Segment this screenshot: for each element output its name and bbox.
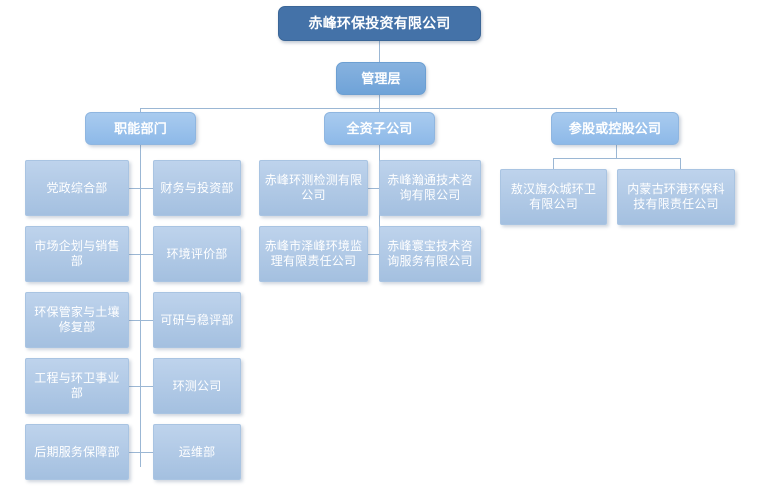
node-category-functional-label: 职能部门 [114,120,167,136]
node-category-subsidiaries[interactable]: 全资子公司 [324,112,435,145]
node-management-label: 管理层 [361,70,401,86]
node-department-environmental-assessment-label: 环境评价部 [166,246,228,261]
node-department-feasibility-stability-assessment[interactable]: 可研与稳评部 [153,292,241,348]
node-affiliate-neimenggu-huangang[interactable]: 内蒙古环港环保科技有限责任公司 [617,169,735,225]
node-department-monitoring-company[interactable]: 环测公司 [153,358,241,414]
connector-management-down [379,95,380,108]
connector-functional-row-4-left [129,386,140,387]
node-department-party-admin[interactable]: 党政综合部 [25,160,129,216]
connector-affiliates-down [616,145,617,158]
connector-subsidiaries-row-1-left [368,188,379,189]
node-department-eco-steward-soil-remediation[interactable]: 环保管家与土壤修复部 [25,292,129,348]
node-affiliate-neimenggu-huangang-label: 内蒙古环港环保科技有限责任公司 [627,182,725,211]
node-subsidiary-huanbao-consulting[interactable]: 赤峰寰宝技术咨询服务有限公司 [379,226,481,282]
node-department-environmental-assessment[interactable]: 环境评价部 [153,226,241,282]
node-department-marketing-sales-label: 市场企划与销售部 [34,239,120,268]
node-department-after-service-support-label: 后期服务保障部 [34,444,120,459]
node-root-company[interactable]: 赤峰环保投资有限公司 [278,6,481,41]
node-subsidiary-huanbao-consulting-label: 赤峰寰宝技术咨询服务有限公司 [387,239,473,268]
node-department-engineering-sanitation-label: 工程与环卫事业部 [34,371,120,400]
node-department-feasibility-stability-assessment-label: 可研与稳评部 [160,312,234,327]
node-subsidiary-chifeng-monitoring[interactable]: 赤峰环测检测有限公司 [259,160,368,216]
connector-functional-row-2-right [140,254,153,255]
node-department-finance-investment[interactable]: 财务与投资部 [153,160,241,216]
node-category-subsidiaries-label: 全资子公司 [346,120,413,136]
connector-subsidiaries-row-2-left [368,254,379,255]
connector-functional-row-1-right [140,188,153,189]
connector-functional-row-5-left [129,452,140,453]
connector-functional-spine [140,145,141,467]
node-department-party-admin-label: 党政综合部 [46,180,108,195]
connector-functional-row-3-right [140,320,153,321]
connector-functional-row-4-right [140,386,153,387]
connector-root-to-management [379,41,380,63]
node-subsidiary-chifeng-hantong-label: 赤峰瀚通技术咨询有限公司 [387,173,473,202]
connector-affiliates-right-drop [680,158,681,169]
node-department-monitoring-company-label: 环测公司 [172,378,222,393]
node-root-company-label: 赤峰环保投资有限公司 [308,14,451,31]
connector-category-bus [140,108,616,109]
connector-functional-row-3-left [129,320,140,321]
node-department-operations-maintenance[interactable]: 运维部 [153,424,241,480]
connector-functional-row-2-left [129,254,140,255]
node-category-affiliates-label: 参股或控股公司 [568,120,662,136]
node-category-functional[interactable]: 职能部门 [85,112,196,145]
connector-functional-row-5-right [140,452,153,453]
node-subsidiary-zefeng-supervision[interactable]: 赤峰市泽峰环境监理有限责任公司 [259,226,368,282]
node-management[interactable]: 管理层 [336,62,426,95]
connector-functional-row-1-left [129,188,140,189]
node-affiliate-aohanqi-zhongcheng[interactable]: 敖汉旗众城环卫有限公司 [500,169,607,225]
node-department-operations-maintenance-label: 运维部 [178,444,216,459]
node-subsidiary-chifeng-hantong[interactable]: 赤峰瀚通技术咨询有限公司 [379,160,481,216]
node-category-affiliates[interactable]: 参股或控股公司 [551,112,679,145]
node-department-after-service-support[interactable]: 后期服务保障部 [25,424,129,480]
connector-affiliates-bar [553,158,680,159]
node-department-eco-steward-soil-remediation-label: 环保管家与土壤修复部 [34,305,120,334]
node-department-engineering-sanitation[interactable]: 工程与环卫事业部 [25,358,129,414]
node-subsidiary-chifeng-monitoring-label: 赤峰环测检测有限公司 [264,173,363,202]
node-department-marketing-sales[interactable]: 市场企划与销售部 [25,226,129,282]
node-department-finance-investment-label: 财务与投资部 [160,180,234,195]
connector-affiliates-left-drop [553,158,554,169]
node-subsidiary-zefeng-supervision-label: 赤峰市泽峰环境监理有限责任公司 [264,239,363,268]
node-affiliate-aohanqi-zhongcheng-label: 敖汉旗众城环卫有限公司 [510,182,597,211]
